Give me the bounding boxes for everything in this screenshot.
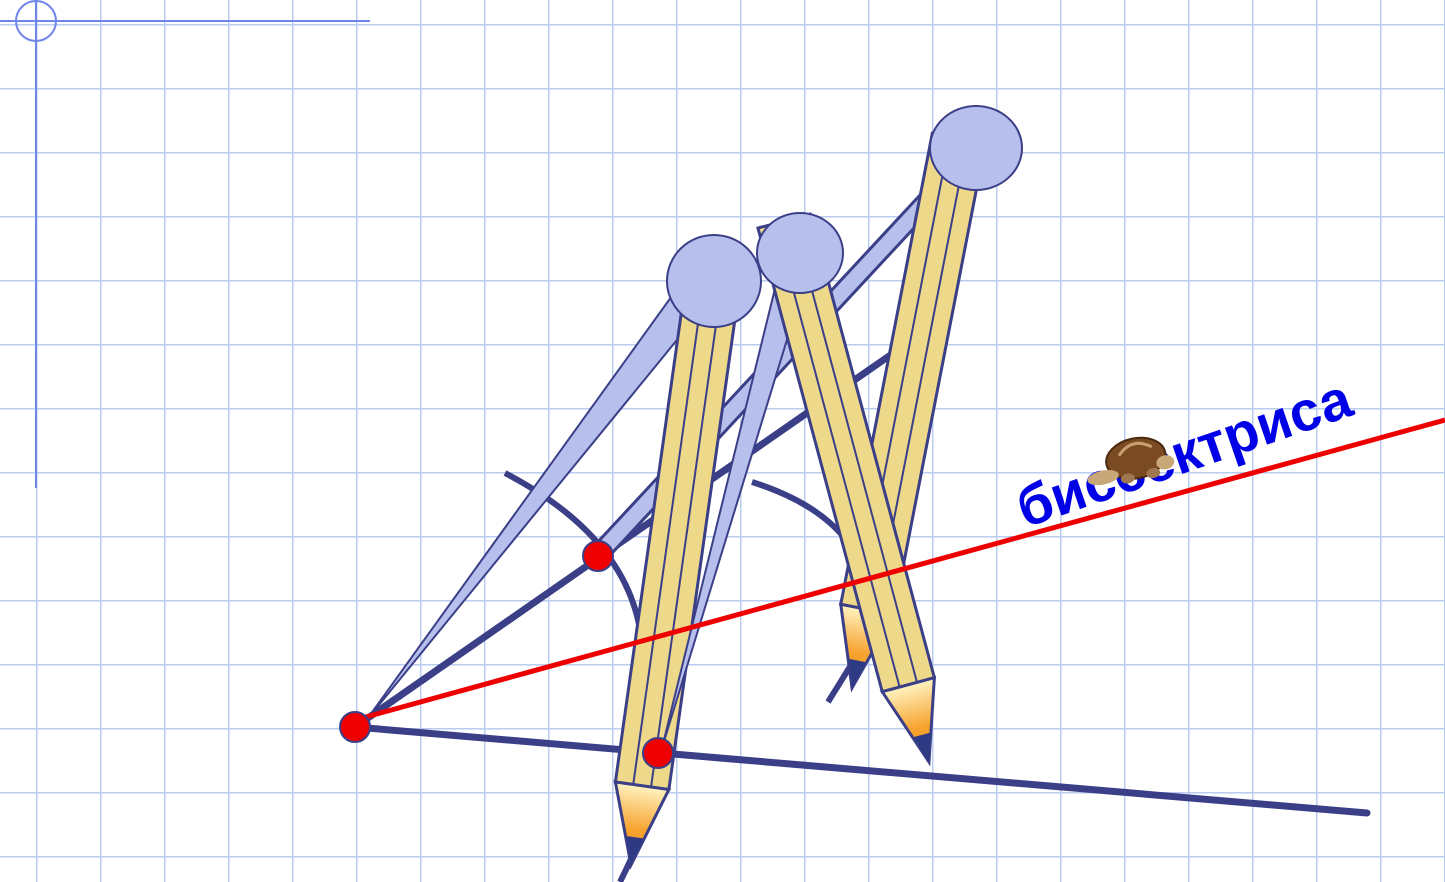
angle-lower-ray [351, 723, 1371, 817]
turtle-icon [1087, 436, 1175, 486]
intersection-point-upper [582, 540, 614, 572]
compass-first [364, 234, 762, 871]
bisector-label: биссектриса [1008, 366, 1360, 540]
intersection-point-lower [642, 737, 674, 769]
notebook-margin [0, 0, 370, 488]
vertex-point [339, 711, 371, 743]
bisector-ray [354, 417, 1445, 723]
